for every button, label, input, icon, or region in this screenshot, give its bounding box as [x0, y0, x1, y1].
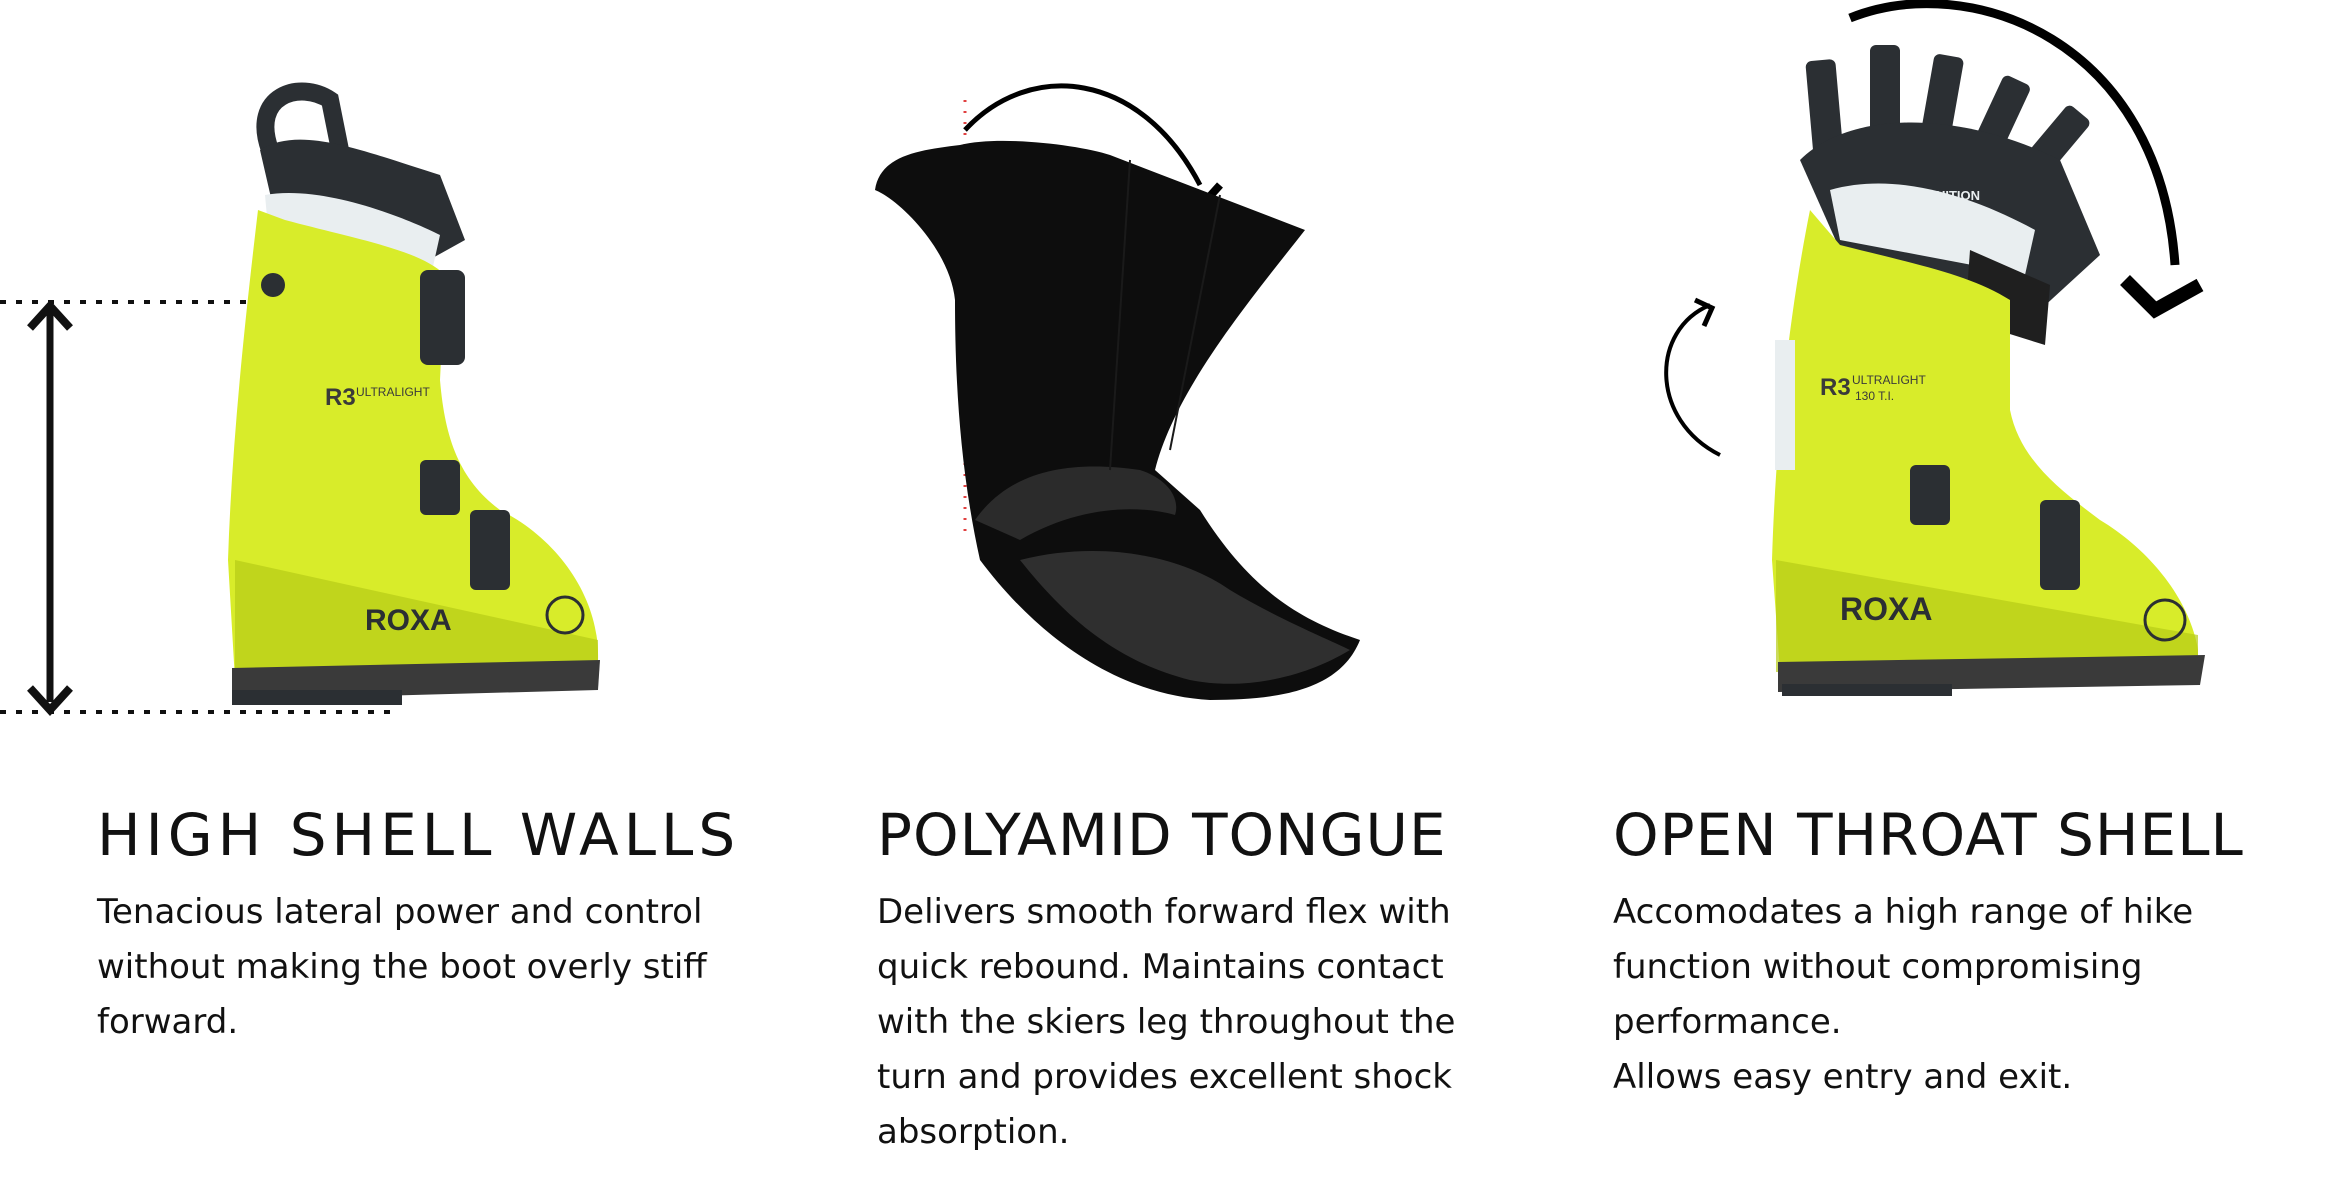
brand-emblem-icon [545, 595, 585, 635]
boot-model-label: R3 [325, 384, 356, 411]
tongue-image [875, 140, 1360, 701]
feature-description: Delivers smooth forward flex with quick … [877, 892, 1456, 1152]
boot-flex-label: 130 T.I. [1855, 389, 1894, 403]
feature-high-shell-walls: ROXA R3 ULTRALIGHT HIGH SHELL WALLS Tena… [0, 0, 780, 1179]
open-throat-shell-illustration: INTUITION R3 ULTRALIGHT 130 T.I. ROXA [1664, 0, 2205, 696]
boot-brand-logo: ROXA [1840, 591, 1932, 627]
height-measure-arrow [0, 300, 390, 716]
feature-open-throat-shell: INTUITION R3 ULTRALIGHT 130 T.I. ROXA OP… [1540, 0, 2345, 1179]
boot-model-label: R3 [1820, 374, 1851, 401]
high-shell-walls-illustration: ROXA R3 ULTRALIGHT [0, 82, 600, 716]
boot-brand-logo: ROXA [365, 604, 452, 637]
feature-title: HIGH SHELL WALLS [97, 801, 741, 869]
feature-polyamid-tongue: POLYAMID TONGUE Delivers smooth forward … [780, 0, 1540, 1179]
feature-title: POLYAMID TONGUE [877, 801, 1447, 869]
boot-line-label: ULTRALIGHT [356, 385, 430, 399]
polyamid-tongue-illustration [875, 83, 1360, 701]
feature-title: OPEN THROAT SHELL [1613, 801, 2244, 869]
rotation-arrow [1664, 0, 2204, 457]
feature-description: Accomodates a high range of hike functio… [1613, 892, 2194, 1097]
ski-boot-open-image: INTUITION R3 ULTRALIGHT 130 T.I. ROXA [1772, 45, 2205, 696]
boot-line-label: ULTRALIGHT [1852, 373, 1926, 387]
brand-emblem-icon [2143, 598, 2187, 642]
liner-brand-label: INTUITION [1915, 188, 1980, 203]
feature-description: Tenacious lateral power and control with… [97, 892, 707, 1042]
ski-boot-image: ROXA R3 ULTRALIGHT [228, 82, 600, 705]
